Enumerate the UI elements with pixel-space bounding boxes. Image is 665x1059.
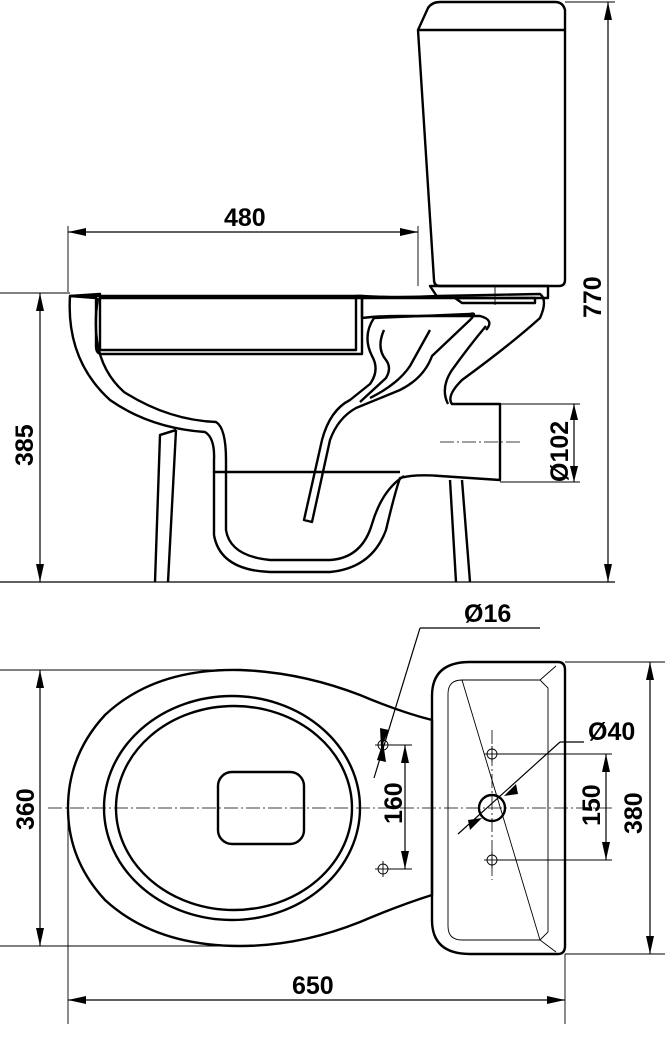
dim-text-160: 160 — [380, 782, 408, 824]
cistern-tank — [416, 0, 567, 305]
tank-top — [430, 660, 567, 956]
dim-text-770: 770 — [579, 276, 607, 318]
dim-text-385: 385 — [11, 424, 39, 466]
bowl-inner-profile — [94, 297, 405, 562]
dim-large-hole: Ø40 — [457, 718, 635, 835]
dim-text-380: 380 — [620, 792, 648, 834]
dim-total-height: 770 — [565, 1, 615, 582]
top-view: Ø16 Ø40 360 160 — [0, 600, 665, 1024]
dim-seat-hole-spacing: 160 — [380, 744, 412, 870]
dim-small-hole: Ø16 — [373, 600, 540, 779]
bowl-rim — [68, 292, 364, 356]
dim-text-650: 650 — [292, 972, 334, 1000]
siphon-trap — [302, 312, 476, 524]
dim-text-d40: Ø40 — [588, 718, 635, 746]
bowl-outer-profile — [68, 292, 546, 574]
bowl-outline-top — [66, 668, 434, 948]
dim-text-360: 360 — [12, 788, 40, 830]
side-view: 480 770 385 Ø102 — [0, 0, 615, 583]
dim-tank-width: 380 — [565, 661, 665, 955]
dim-seat-width: 360 — [12, 670, 44, 946]
dim-outlet-diameter: Ø102 — [500, 403, 580, 483]
dim-bowl-length: 480 — [67, 204, 419, 292]
dim-text-480: 480 — [224, 204, 266, 232]
dim-rim-height: 385 — [0, 292, 70, 582]
dim-text-d16: Ø16 — [464, 600, 511, 628]
dim-tank-hole-spacing: 150 — [498, 753, 612, 861]
dim-text-150: 150 — [578, 784, 606, 826]
dim-text-d102: Ø102 — [546, 421, 574, 482]
dim-total-length: 650 — [67, 820, 566, 1024]
